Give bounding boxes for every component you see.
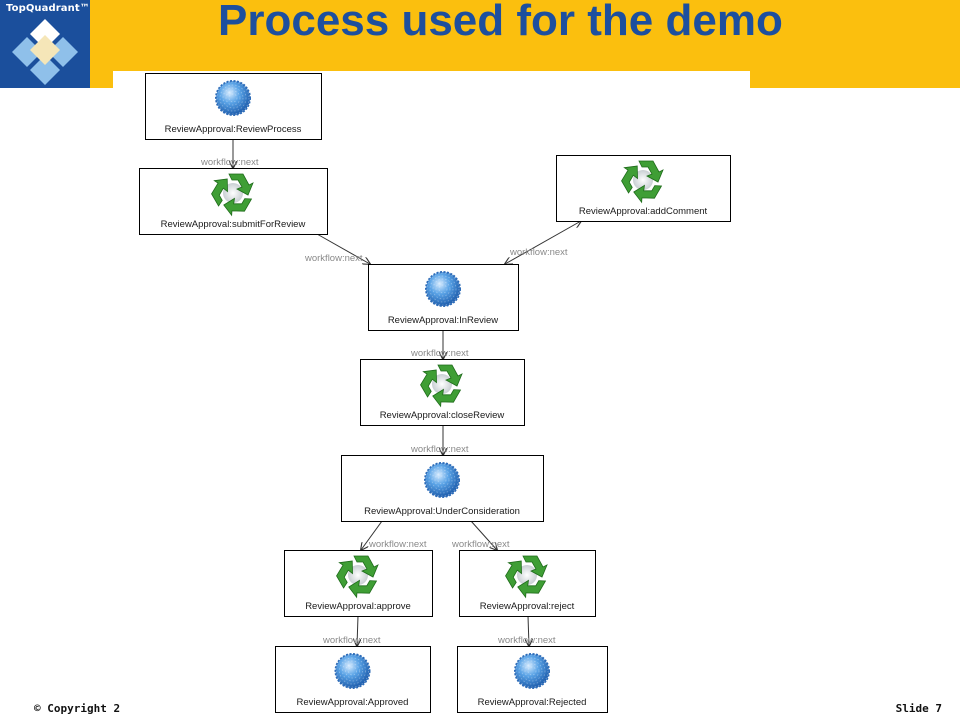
node-label: ReviewApproval:ReviewProcess <box>165 124 302 135</box>
edge-label: workflow:next <box>410 348 469 359</box>
edge-label: workflow:next <box>200 157 259 168</box>
node-label: ReviewApproval:Rejected <box>478 697 587 708</box>
edge-n6-n8 <box>470 520 497 550</box>
edge-n4-n3 <box>505 221 581 264</box>
state-ball-icon <box>424 462 460 498</box>
workflow-node[interactable]: ReviewApproval:reject <box>459 550 596 617</box>
node-label: ReviewApproval:UnderConsideration <box>364 506 520 517</box>
node-label: ReviewApproval:closeReview <box>380 410 505 421</box>
topquadrant-logo: TopQuadrant™ <box>0 0 90 88</box>
edge-label: workflow:next <box>368 539 427 550</box>
edge-label: workflow:next <box>410 444 469 455</box>
edge-n8-n10 <box>528 615 529 646</box>
node-label: ReviewApproval:Approved <box>297 697 409 708</box>
workflow-node[interactable]: ReviewApproval:Rejected <box>457 646 608 713</box>
edge-n6-n7 <box>361 520 383 550</box>
logo-text: TopQuadrant™ <box>6 3 90 14</box>
node-label: ReviewApproval:reject <box>480 601 575 612</box>
workflow-node[interactable]: ReviewApproval:approve <box>284 550 433 617</box>
workflow-node[interactable]: ReviewApproval:submitForReview <box>139 168 328 235</box>
state-ball-icon <box>215 80 251 116</box>
state-ball-icon <box>334 653 371 689</box>
slide-title: Process used for the demo <box>218 0 783 45</box>
recycle-icon <box>336 555 379 599</box>
edge-label: workflow:next <box>322 635 381 646</box>
workflow-node[interactable]: ReviewApproval:UnderConsideration <box>341 455 544 522</box>
node-label: ReviewApproval:addComment <box>579 206 708 217</box>
workflow-diagram: workflow:next workflow:next workflow:next w… <box>139 73 731 713</box>
workflow-node[interactable]: ReviewApproval:addComment <box>556 155 731 222</box>
node-label: ReviewApproval:InReview <box>388 315 498 326</box>
recycle-icon <box>505 555 548 599</box>
state-ball-icon <box>425 271 461 307</box>
slide-number: Slide 7 <box>895 702 942 715</box>
node-label: ReviewApproval:submitForReview <box>161 219 306 230</box>
logo-diamond-icon <box>12 19 78 85</box>
workflow-node[interactable]: ReviewApproval:closeReview <box>360 359 525 426</box>
edge-label: workflow:next <box>451 539 510 550</box>
node-label: ReviewApproval:approve <box>305 601 411 612</box>
edge-label: workflow:next <box>304 253 363 264</box>
recycle-icon <box>211 173 254 217</box>
workflow-node[interactable]: ReviewApproval:ReviewProcess <box>145 73 322 140</box>
workflow-node[interactable]: ReviewApproval:Approved <box>275 646 431 713</box>
workflow-node[interactable]: ReviewApproval:InReview <box>368 264 519 331</box>
copyright-text: © Copyright 2 <box>34 702 121 715</box>
recycle-icon <box>420 364 463 408</box>
edge-label: workflow:next <box>509 247 568 258</box>
edge-n2-n4 <box>316 233 370 264</box>
edge-label: workflow:next <box>497 635 556 646</box>
state-ball-icon <box>514 653 550 689</box>
recycle-icon <box>621 160 664 204</box>
diagram-canvas: workflow:next workflow:next workflow:next w… <box>113 71 750 720</box>
edge-n7-n9 <box>357 615 358 646</box>
